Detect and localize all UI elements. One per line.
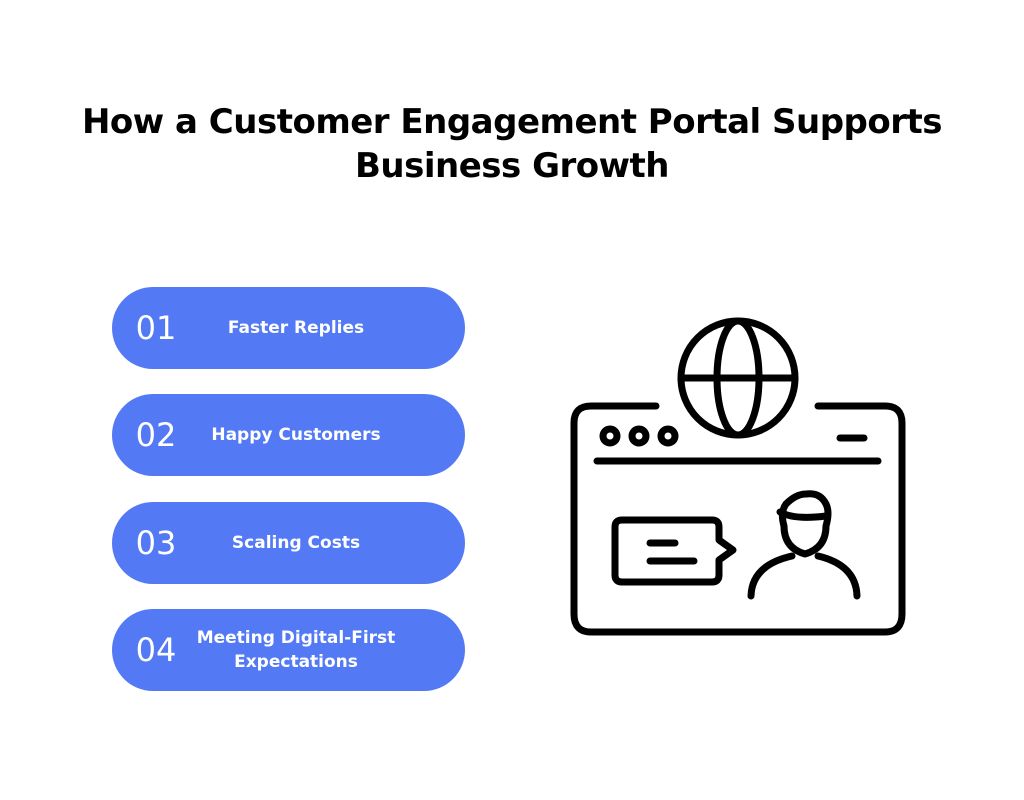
globe-icon (677, 317, 799, 439)
item-label-line-2: Expectations (234, 652, 358, 672)
item-02: 02 Happy Customers (112, 394, 465, 476)
item-label-text: Happy Customers (211, 425, 381, 445)
item-number: 04 (135, 631, 177, 669)
portal-illustration (570, 317, 906, 636)
window-dot-icon (657, 425, 679, 447)
window-dot-icon (599, 425, 621, 447)
browser-window-icon (570, 402, 906, 636)
item-number: 01 (135, 309, 177, 347)
page-title: How a Customer Engagement Portal Support… (0, 100, 1024, 188)
item-01: 01 Faster Replies (112, 287, 465, 369)
chat-bubble-icon (611, 516, 737, 586)
item-label-text: Faster Replies (227, 318, 365, 338)
item-03: 03 Scaling Costs (112, 502, 465, 584)
item-04: 04 Meeting Digital-First Expectations (112, 609, 465, 691)
item-label: Scaling Costs (192, 502, 400, 584)
item-number: 02 (135, 416, 177, 454)
page-title-line-2: Business Growth (355, 146, 670, 186)
window-dot-icon (628, 425, 650, 447)
user-icon (747, 490, 861, 600)
item-label: Happy Customers (192, 394, 400, 476)
page-title-line-1: How a Customer Engagement Portal Support… (81, 102, 943, 142)
item-label: Meeting Digital-First Expectations (192, 609, 400, 691)
item-label-line-1: Meeting Digital-First (196, 628, 396, 648)
item-label-text: Scaling Costs (231, 533, 361, 553)
item-label: Faster Replies (192, 287, 400, 369)
item-number: 03 (135, 524, 177, 562)
